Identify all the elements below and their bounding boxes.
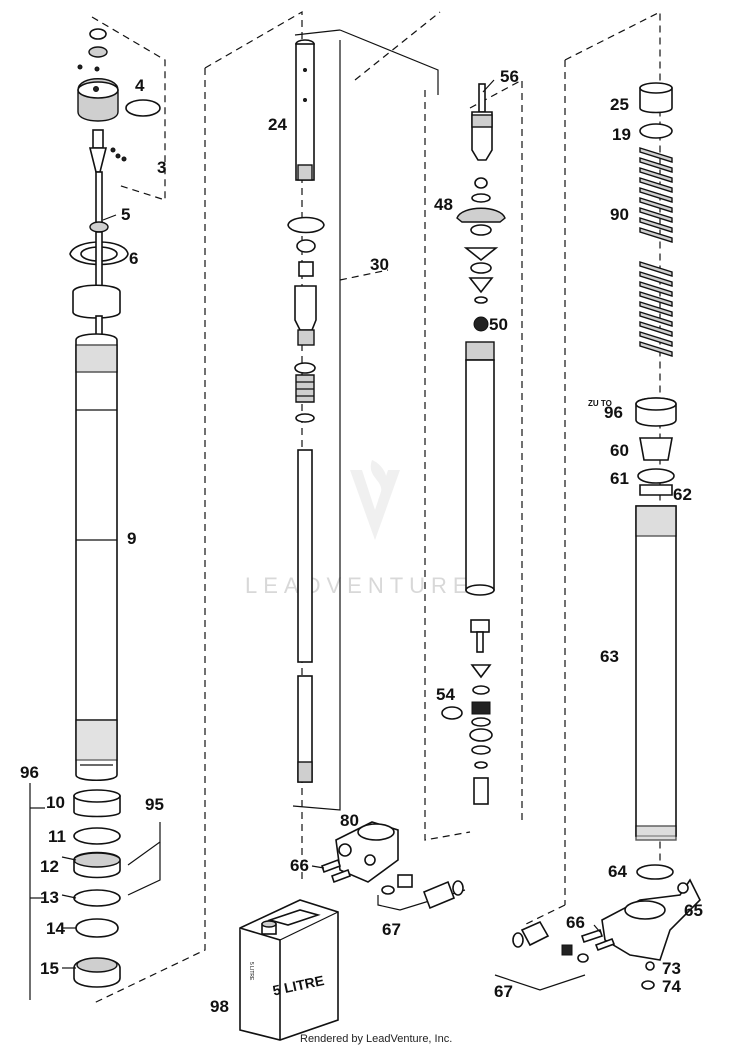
outer-tube-9 bbox=[75, 333, 118, 782]
label-15: 15 bbox=[40, 959, 59, 978]
label-50: 50 bbox=[489, 315, 508, 334]
part-labels: 4 3 5 6 9 96 10 11 95 12 13 14 15 24 30 … bbox=[20, 67, 703, 1016]
label-66-left: 66 bbox=[290, 856, 309, 875]
label-54: 54 bbox=[436, 685, 455, 704]
damper-rod-24 bbox=[287, 39, 325, 783]
label-80: 80 bbox=[340, 811, 359, 830]
label-90: 90 bbox=[610, 205, 629, 224]
label-24: 24 bbox=[268, 115, 287, 134]
label-62: 62 bbox=[673, 485, 692, 504]
label-65: 65 bbox=[684, 901, 703, 920]
can-label-small: 5 LITRE bbox=[248, 962, 254, 981]
label-66-right: 66 bbox=[566, 913, 585, 932]
label-6: 6 bbox=[129, 249, 138, 268]
footer-credit: Rendered by LeadVenture, Inc. bbox=[300, 1033, 452, 1045]
label-30: 30 bbox=[370, 255, 389, 274]
label-48: 48 bbox=[434, 195, 453, 214]
axle-clamp-80 bbox=[320, 821, 399, 884]
label-25: 25 bbox=[610, 95, 629, 114]
label-67-left: 67 bbox=[382, 920, 401, 939]
label-95: 95 bbox=[145, 795, 164, 814]
label-9: 9 bbox=[127, 529, 136, 548]
label-zu-to: ZU TO bbox=[588, 399, 612, 408]
spring-90 bbox=[639, 82, 673, 357]
inner-tube-63 bbox=[635, 397, 677, 880]
label-11: 11 bbox=[48, 827, 66, 846]
left-bracket-96 bbox=[29, 783, 161, 1000]
axle-clamp-65 bbox=[580, 878, 701, 990]
axle-nut-67-left bbox=[381, 874, 464, 910]
bushings-and-seals bbox=[73, 789, 121, 988]
leader-lines bbox=[61, 79, 601, 969]
watermark-text: LEADVENTURE bbox=[245, 573, 474, 598]
label-19: 19 bbox=[612, 125, 631, 144]
label-3: 3 bbox=[157, 158, 166, 177]
label-98: 98 bbox=[210, 997, 229, 1016]
label-73: 73 bbox=[662, 959, 681, 978]
cartridge-30 bbox=[441, 83, 506, 805]
oil-can-98 bbox=[239, 899, 339, 1041]
spring-coils-lower bbox=[639, 261, 673, 357]
label-61: 61 bbox=[610, 469, 629, 488]
label-10: 10 bbox=[46, 793, 65, 812]
label-12: 12 bbox=[40, 857, 59, 876]
piston-rod-top bbox=[69, 171, 129, 337]
label-56: 56 bbox=[500, 67, 519, 86]
leadventure-watermark-logo bbox=[350, 460, 400, 540]
axle-nut-67-right bbox=[512, 920, 589, 963]
label-5: 5 bbox=[121, 205, 130, 224]
label-74: 74 bbox=[662, 977, 681, 996]
label-67-right: 67 bbox=[494, 982, 513, 1001]
label-96-right: 96 bbox=[604, 403, 623, 422]
label-60: 60 bbox=[610, 441, 629, 460]
label-4: 4 bbox=[135, 76, 145, 95]
label-13: 13 bbox=[40, 888, 59, 907]
spring-coils-upper bbox=[639, 147, 673, 243]
label-64: 64 bbox=[608, 862, 627, 881]
label-96-left: 96 bbox=[20, 763, 39, 782]
label-63: 63 bbox=[600, 647, 619, 666]
label-14: 14 bbox=[46, 919, 65, 938]
